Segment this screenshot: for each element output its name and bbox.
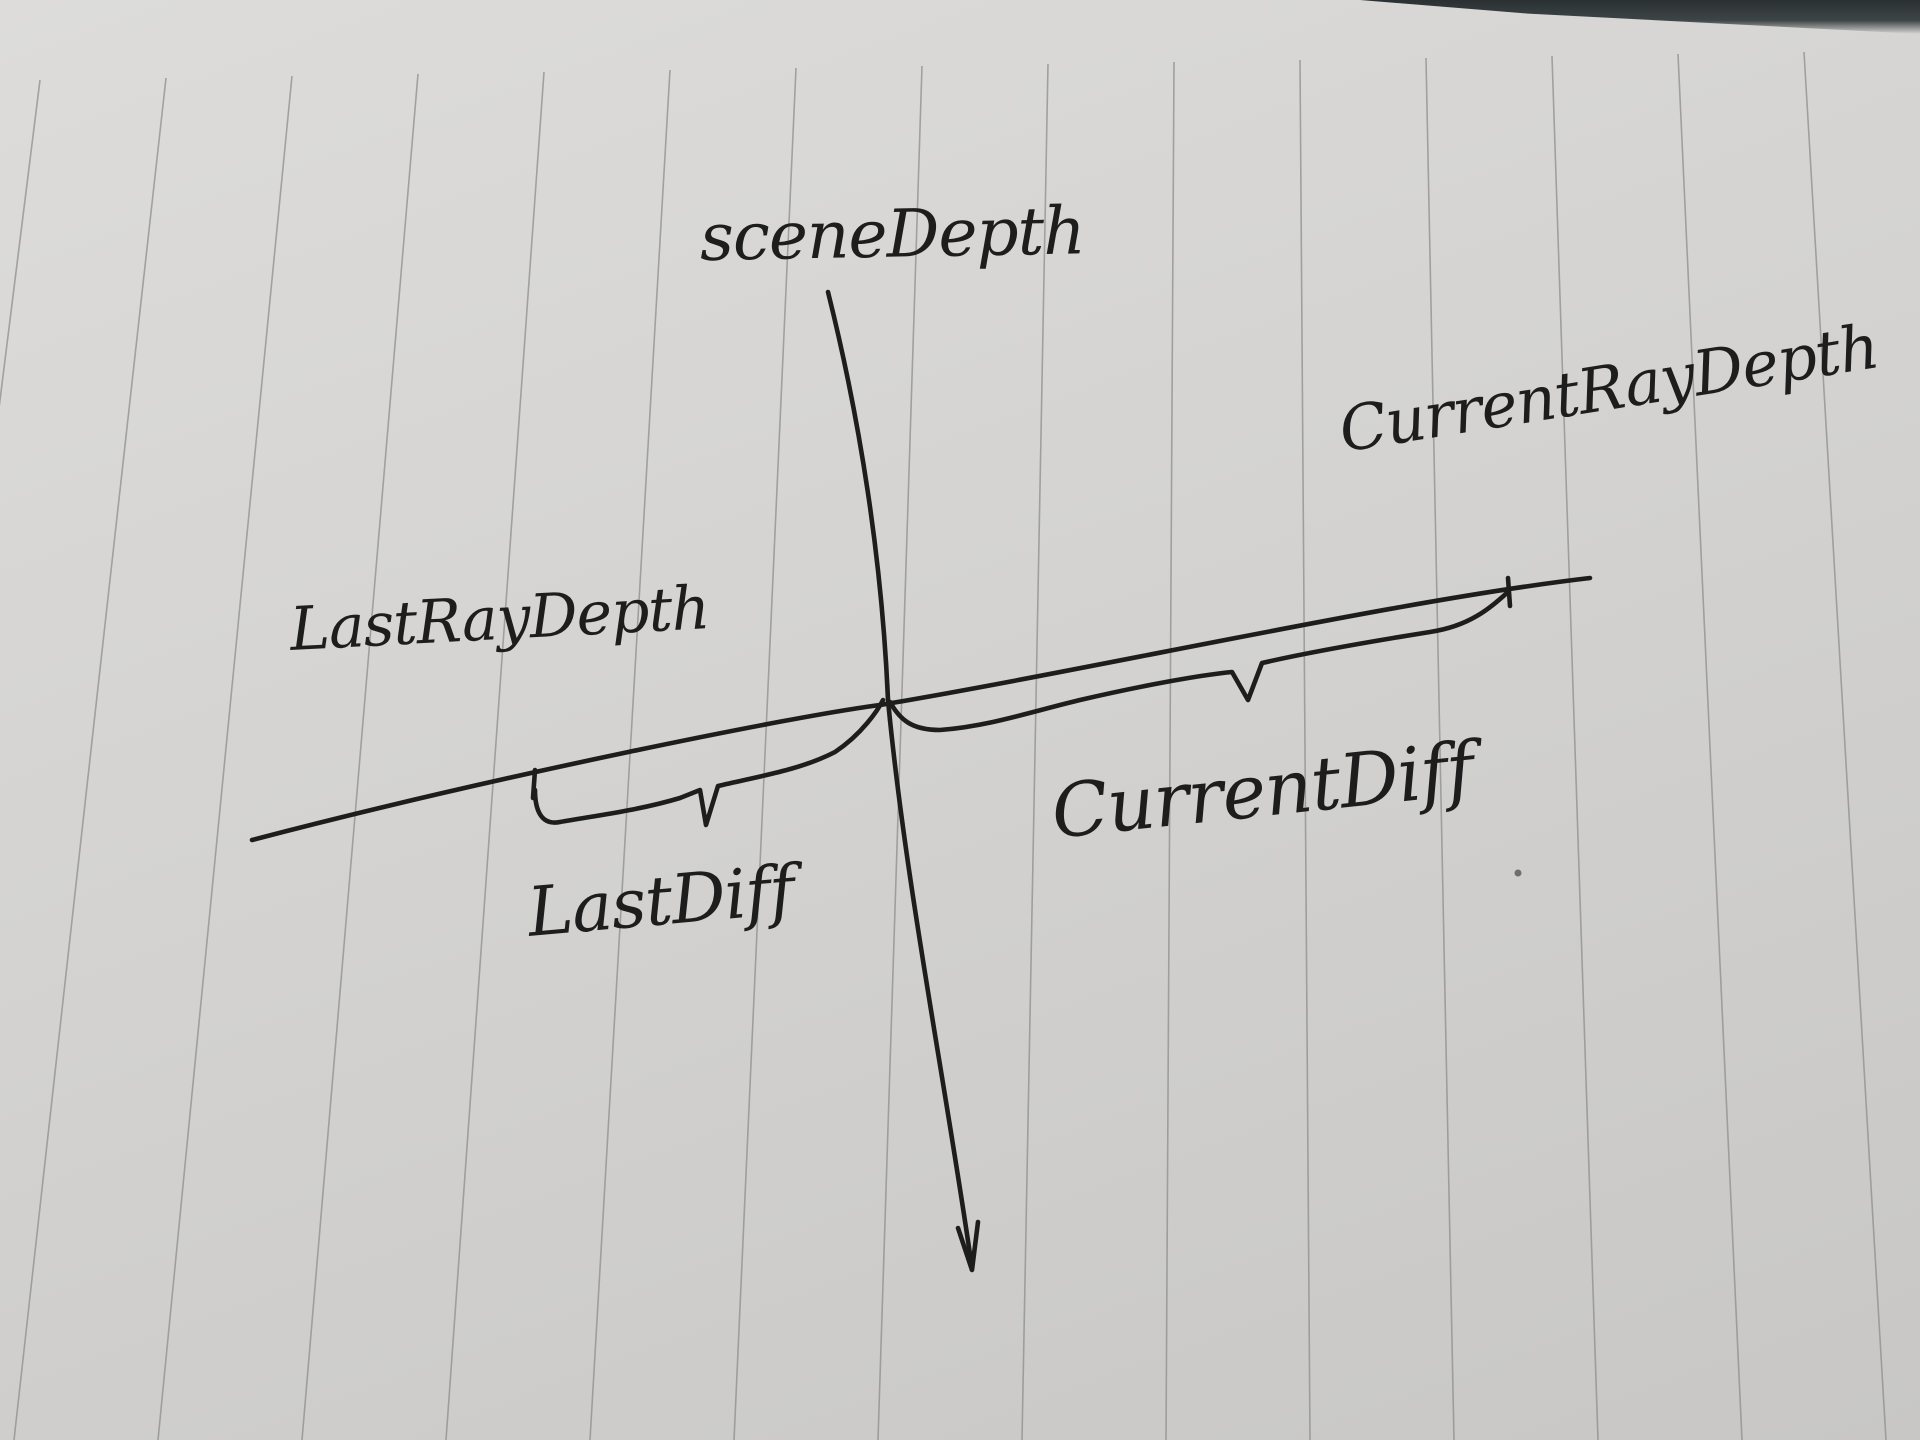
ruled-line — [157, 75, 293, 1440]
ruled-line — [1551, 55, 1599, 1440]
ruled-line — [1021, 63, 1049, 1440]
ruled-line — [1299, 59, 1311, 1440]
ruled-line — [445, 71, 545, 1440]
ruled-lines — [0, 51, 1887, 1440]
ruled-line — [589, 69, 671, 1440]
ruled-line — [1165, 61, 1175, 1440]
ruled-line — [877, 65, 923, 1440]
last-diff-bracket — [532, 697, 886, 828]
ruled-line — [1425, 57, 1455, 1440]
ruled-line — [301, 73, 419, 1440]
ruled-line — [0, 79, 41, 407]
scene-depth-axis-line — [825, 289, 975, 1271]
ruled-line — [13, 77, 167, 1440]
scene-depth-arrow-head-icon — [955, 1219, 981, 1273]
ruled-line — [1803, 51, 1887, 1440]
current-diff-bracket — [887, 589, 1511, 733]
ruled-line — [733, 67, 797, 1440]
scene-depth-label: sceneDepth — [699, 192, 1086, 276]
stray-ink-dot — [1514, 869, 1522, 877]
ruled-line — [1677, 53, 1743, 1440]
